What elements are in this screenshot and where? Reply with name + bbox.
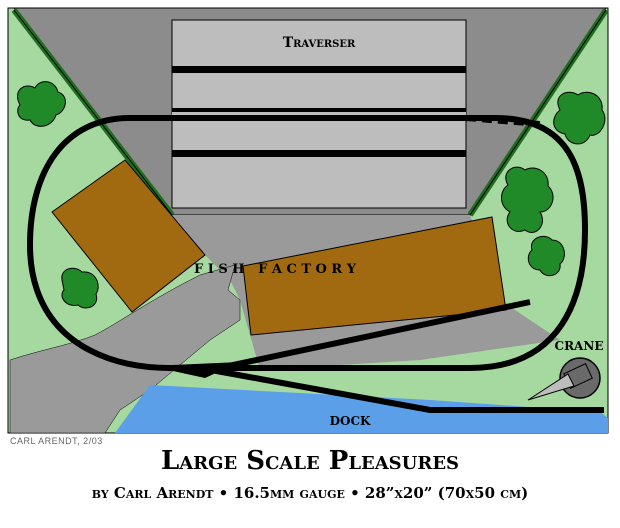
- traverser-label: Traverser: [283, 35, 356, 51]
- main-oval-track: [26, 115, 589, 371]
- plan-subtitle: by Carl Arendt • 16.5mm gauge • 28”x20” …: [91, 484, 529, 502]
- factory-building-left: [51, 159, 206, 313]
- author-credit: CARL ARENDT, 2/03: [10, 436, 103, 446]
- fish-factory-label: F I S H F A C T O R Y: [194, 262, 357, 277]
- water: [115, 385, 608, 433]
- dock-label: DOCK: [330, 414, 371, 428]
- traverser-track-1: [172, 66, 466, 73]
- junction-frog: [150, 362, 240, 378]
- crane-label: CRANE: [555, 339, 604, 353]
- tree-cluster-left: [61, 267, 99, 309]
- traverser-track-2: [172, 108, 466, 115]
- tree-cluster-top-right: [553, 91, 606, 145]
- shoreline-quay: [9, 264, 241, 434]
- tree-cluster-top-left: [17, 81, 66, 127]
- traverser-gap-cover: [172, 112, 466, 115]
- right-wall-outline: [469, 9, 607, 216]
- dock-siding: [199, 365, 604, 413]
- crane-icon: [527, 357, 601, 401]
- tree-cluster-right: [501, 166, 565, 277]
- track-under-traverser-right: [465, 115, 541, 127]
- plan-title: Large Scale Pleasures: [160, 446, 460, 476]
- layout-plan: Traverser F I S H F A C T O R Y CRANE DO…: [7, 7, 609, 434]
- upper-siding: [199, 299, 531, 375]
- traverser-track-3: [172, 150, 466, 157]
- left-wall-outline: [13, 9, 173, 216]
